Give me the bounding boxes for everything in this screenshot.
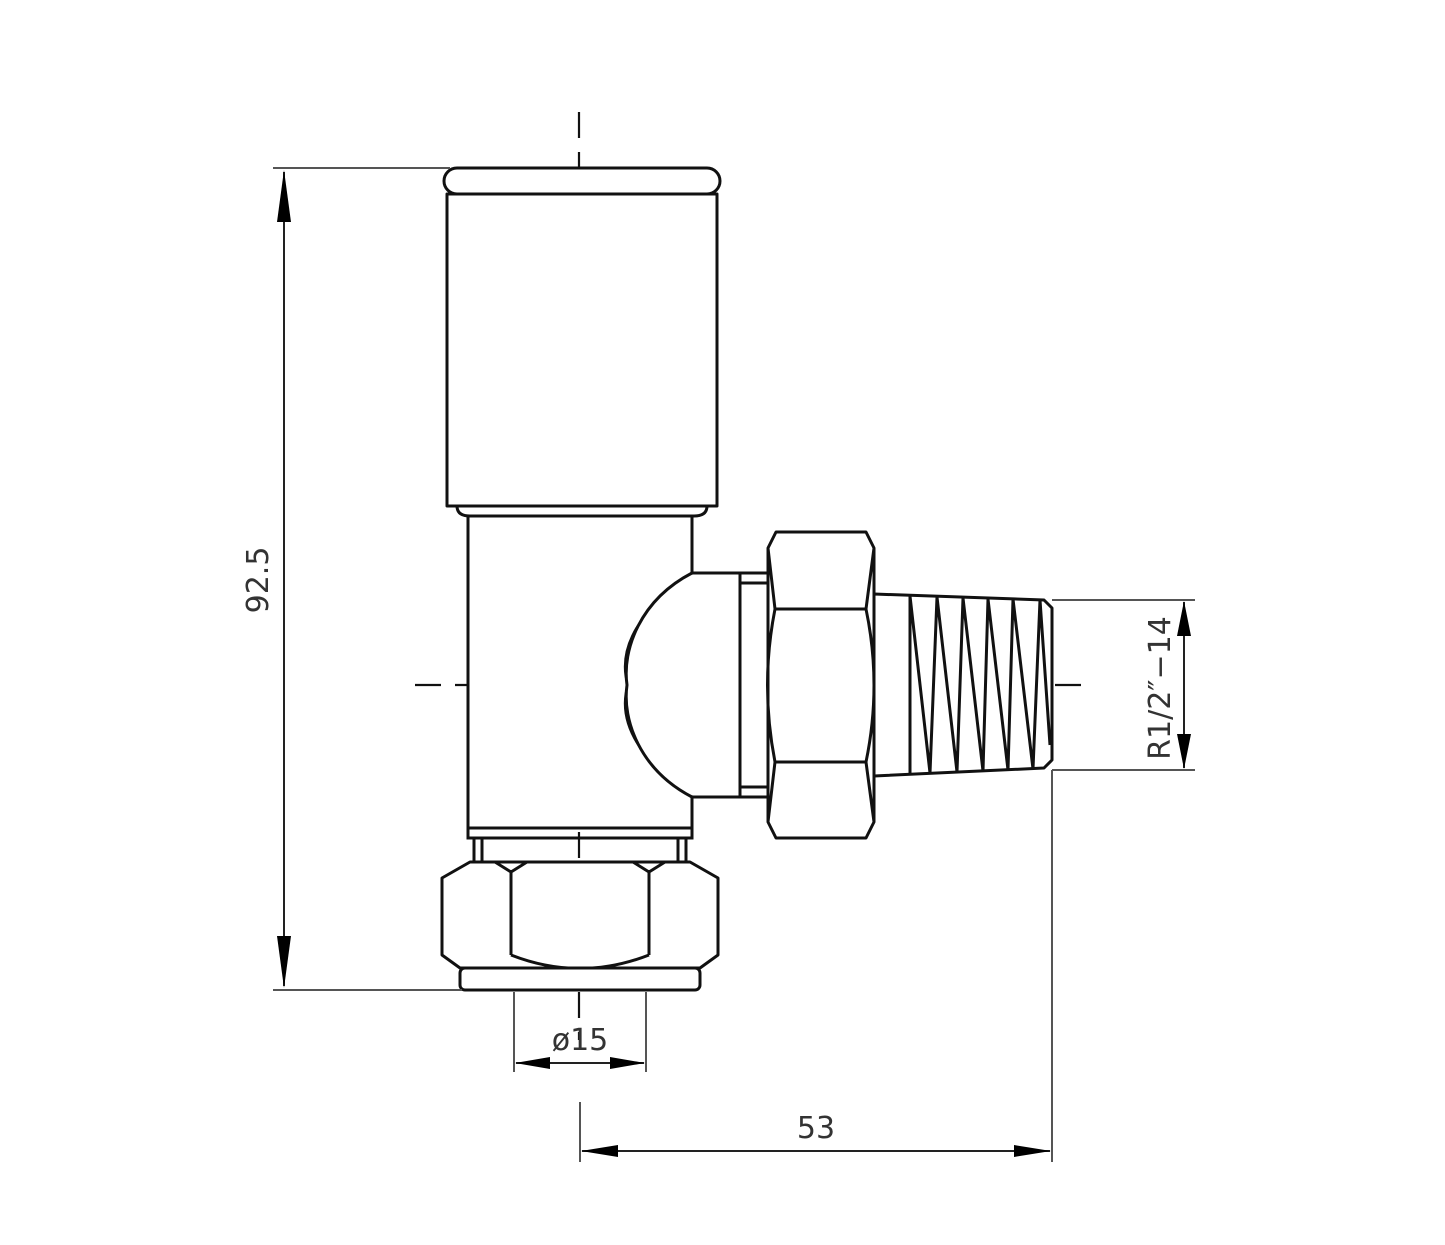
threaded-tail xyxy=(872,592,1054,778)
arrow-right-icon xyxy=(610,1057,645,1069)
thread-label: R1/2″−14 xyxy=(1143,616,1178,760)
side-hex-nut xyxy=(766,530,876,840)
dimension-offset: 53 xyxy=(579,770,1053,1162)
cap-top-rim xyxy=(442,166,722,196)
arrow-left-icon xyxy=(515,1057,550,1069)
body-lower-band xyxy=(466,826,694,840)
boss-collar xyxy=(738,571,770,799)
bottom-nut-washer xyxy=(458,966,702,992)
height-label: 92.5 xyxy=(241,547,276,614)
side-nut-chamfer-bottom xyxy=(766,761,876,823)
dimension-thread: R1/2″−14 xyxy=(1052,599,1195,771)
side-nut-outline xyxy=(766,530,876,840)
outlet-boss xyxy=(623,571,770,799)
arrow-left-icon xyxy=(581,1145,618,1157)
dimension-pipe-diameter: ø15 xyxy=(513,992,647,1072)
bottom-nut-outline xyxy=(440,860,720,970)
cap-lower-rim xyxy=(455,504,709,518)
arrow-up-icon xyxy=(277,170,291,222)
arrow-up-icon xyxy=(1177,601,1191,636)
side-nut-curve-left xyxy=(766,608,777,763)
boss-dome-arc xyxy=(624,571,693,799)
dimension-height: 92.5 xyxy=(241,167,462,991)
pipe-diameter-label: ø15 xyxy=(552,1023,609,1058)
arrow-right-icon xyxy=(1014,1145,1051,1157)
arrow-down-icon xyxy=(1177,734,1191,769)
offset-label: 53 xyxy=(797,1111,835,1146)
arrow-down-icon xyxy=(277,936,291,988)
thread-zigzag xyxy=(908,595,1052,774)
cap-body xyxy=(445,192,719,508)
side-nut-chamfer-top xyxy=(766,547,876,610)
bottom-hex-nut xyxy=(440,860,720,992)
bottom-nut-top-vees xyxy=(494,860,666,874)
valve-cap xyxy=(442,166,722,518)
